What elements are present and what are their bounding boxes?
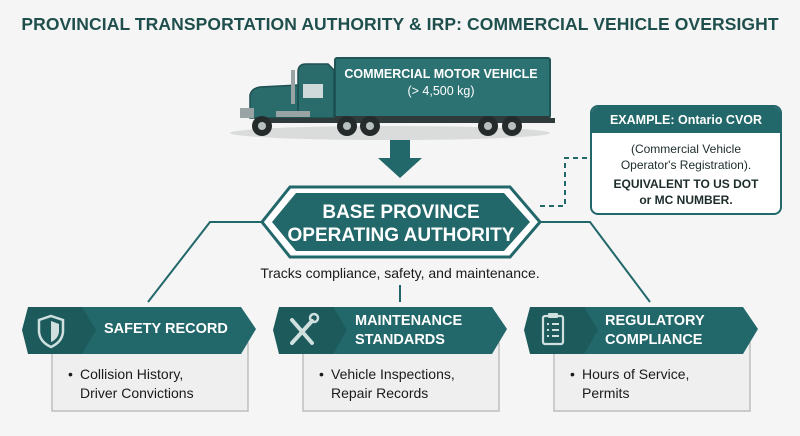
truck-label-line2: (> 4,500 kg) (407, 84, 475, 98)
connector-example-dashed (540, 157, 590, 207)
card-regulatory-compliance (524, 307, 758, 412)
example-line1: (Commercial Vehicle (630, 142, 742, 156)
truck-icon (230, 57, 555, 140)
connector-left (147, 221, 262, 303)
base-authority-hexagon (260, 185, 542, 259)
card-title-safety-line1: SAFETY RECORD (104, 321, 228, 337)
bullet-icon: • (570, 366, 575, 382)
page-title: PROVINCIAL TRANSPORTATION AUTHORITY & IR… (21, 14, 779, 34)
example-strong-line1: EQUIVALENT TO US DOT (613, 177, 759, 191)
base-authority-line2: OPERATING AUTHORITY (287, 225, 515, 246)
connector-right (540, 221, 651, 303)
card-title-maintenance-line1: MAINTENANCE (355, 313, 463, 329)
example-equivalence: EQUIVALENT TO US DOT or MC NUMBER. (598, 176, 774, 208)
card-title-regulatory-line2: COMPLIANCE (605, 332, 703, 348)
tagline: Tracks compliance, safety, and maintenan… (260, 265, 540, 281)
example-heading: EXAMPLE: Ontario CVOR (592, 107, 780, 133)
truck-label: COMMERCIAL MOTOR VEHICLE (> 4,500 kg) (338, 66, 544, 100)
card-body-regulatory: • Hours of Service, Permits (570, 365, 690, 403)
card-safety-record (22, 307, 256, 412)
example-box: EXAMPLE: Ontario CVOR (Commercial Vehicl… (590, 105, 782, 215)
base-authority-line1: BASE PROVINCE (322, 202, 480, 223)
card-body-safety: • Collision History, Driver Convictions (68, 365, 194, 403)
card-title-maintenance-line2: STANDARDS (355, 332, 445, 348)
down-arrow-icon (378, 140, 422, 178)
card-body-maintenance-line1: Vehicle Inspections, (331, 366, 455, 382)
card-title-safety: SAFETY RECORD (104, 320, 228, 339)
wrench-screwdriver-icon (290, 312, 320, 345)
card-body-maintenance-line2: Repair Records (331, 385, 429, 401)
clipboard-checklist-icon (541, 313, 565, 346)
bullet-icon: • (319, 366, 324, 382)
card-title-regulatory-line1: REGULATORY (605, 313, 705, 329)
card-body-maintenance: • Vehicle Inspections, Repair Records (319, 365, 455, 403)
bullet-icon: • (68, 366, 73, 382)
card-body-regulatory-line2: Permits (582, 385, 630, 401)
card-body-safety-line1: Collision History, (80, 366, 184, 382)
shield-icon (37, 314, 65, 349)
card-title-regulatory: REGULATORY COMPLIANCE (605, 312, 705, 350)
connector-lines (147, 157, 651, 303)
example-body: (Commercial Vehicle Operator's Registrat… (592, 133, 780, 208)
base-authority-label: BASE PROVINCE OPERATING AUTHORITY (262, 201, 540, 247)
card-body-safety-line2: Driver Convictions (80, 385, 194, 401)
card-body-regulatory-line1: Hours of Service, (582, 366, 690, 382)
card-maintenance-standards (273, 307, 507, 412)
truck-label-line1: COMMERCIAL MOTOR VEHICLE (344, 67, 538, 81)
card-title-maintenance: MAINTENANCE STANDARDS (355, 312, 462, 350)
example-strong-line2: or MC NUMBER. (639, 193, 733, 207)
example-line2: Operator's Registration). (620, 158, 752, 172)
